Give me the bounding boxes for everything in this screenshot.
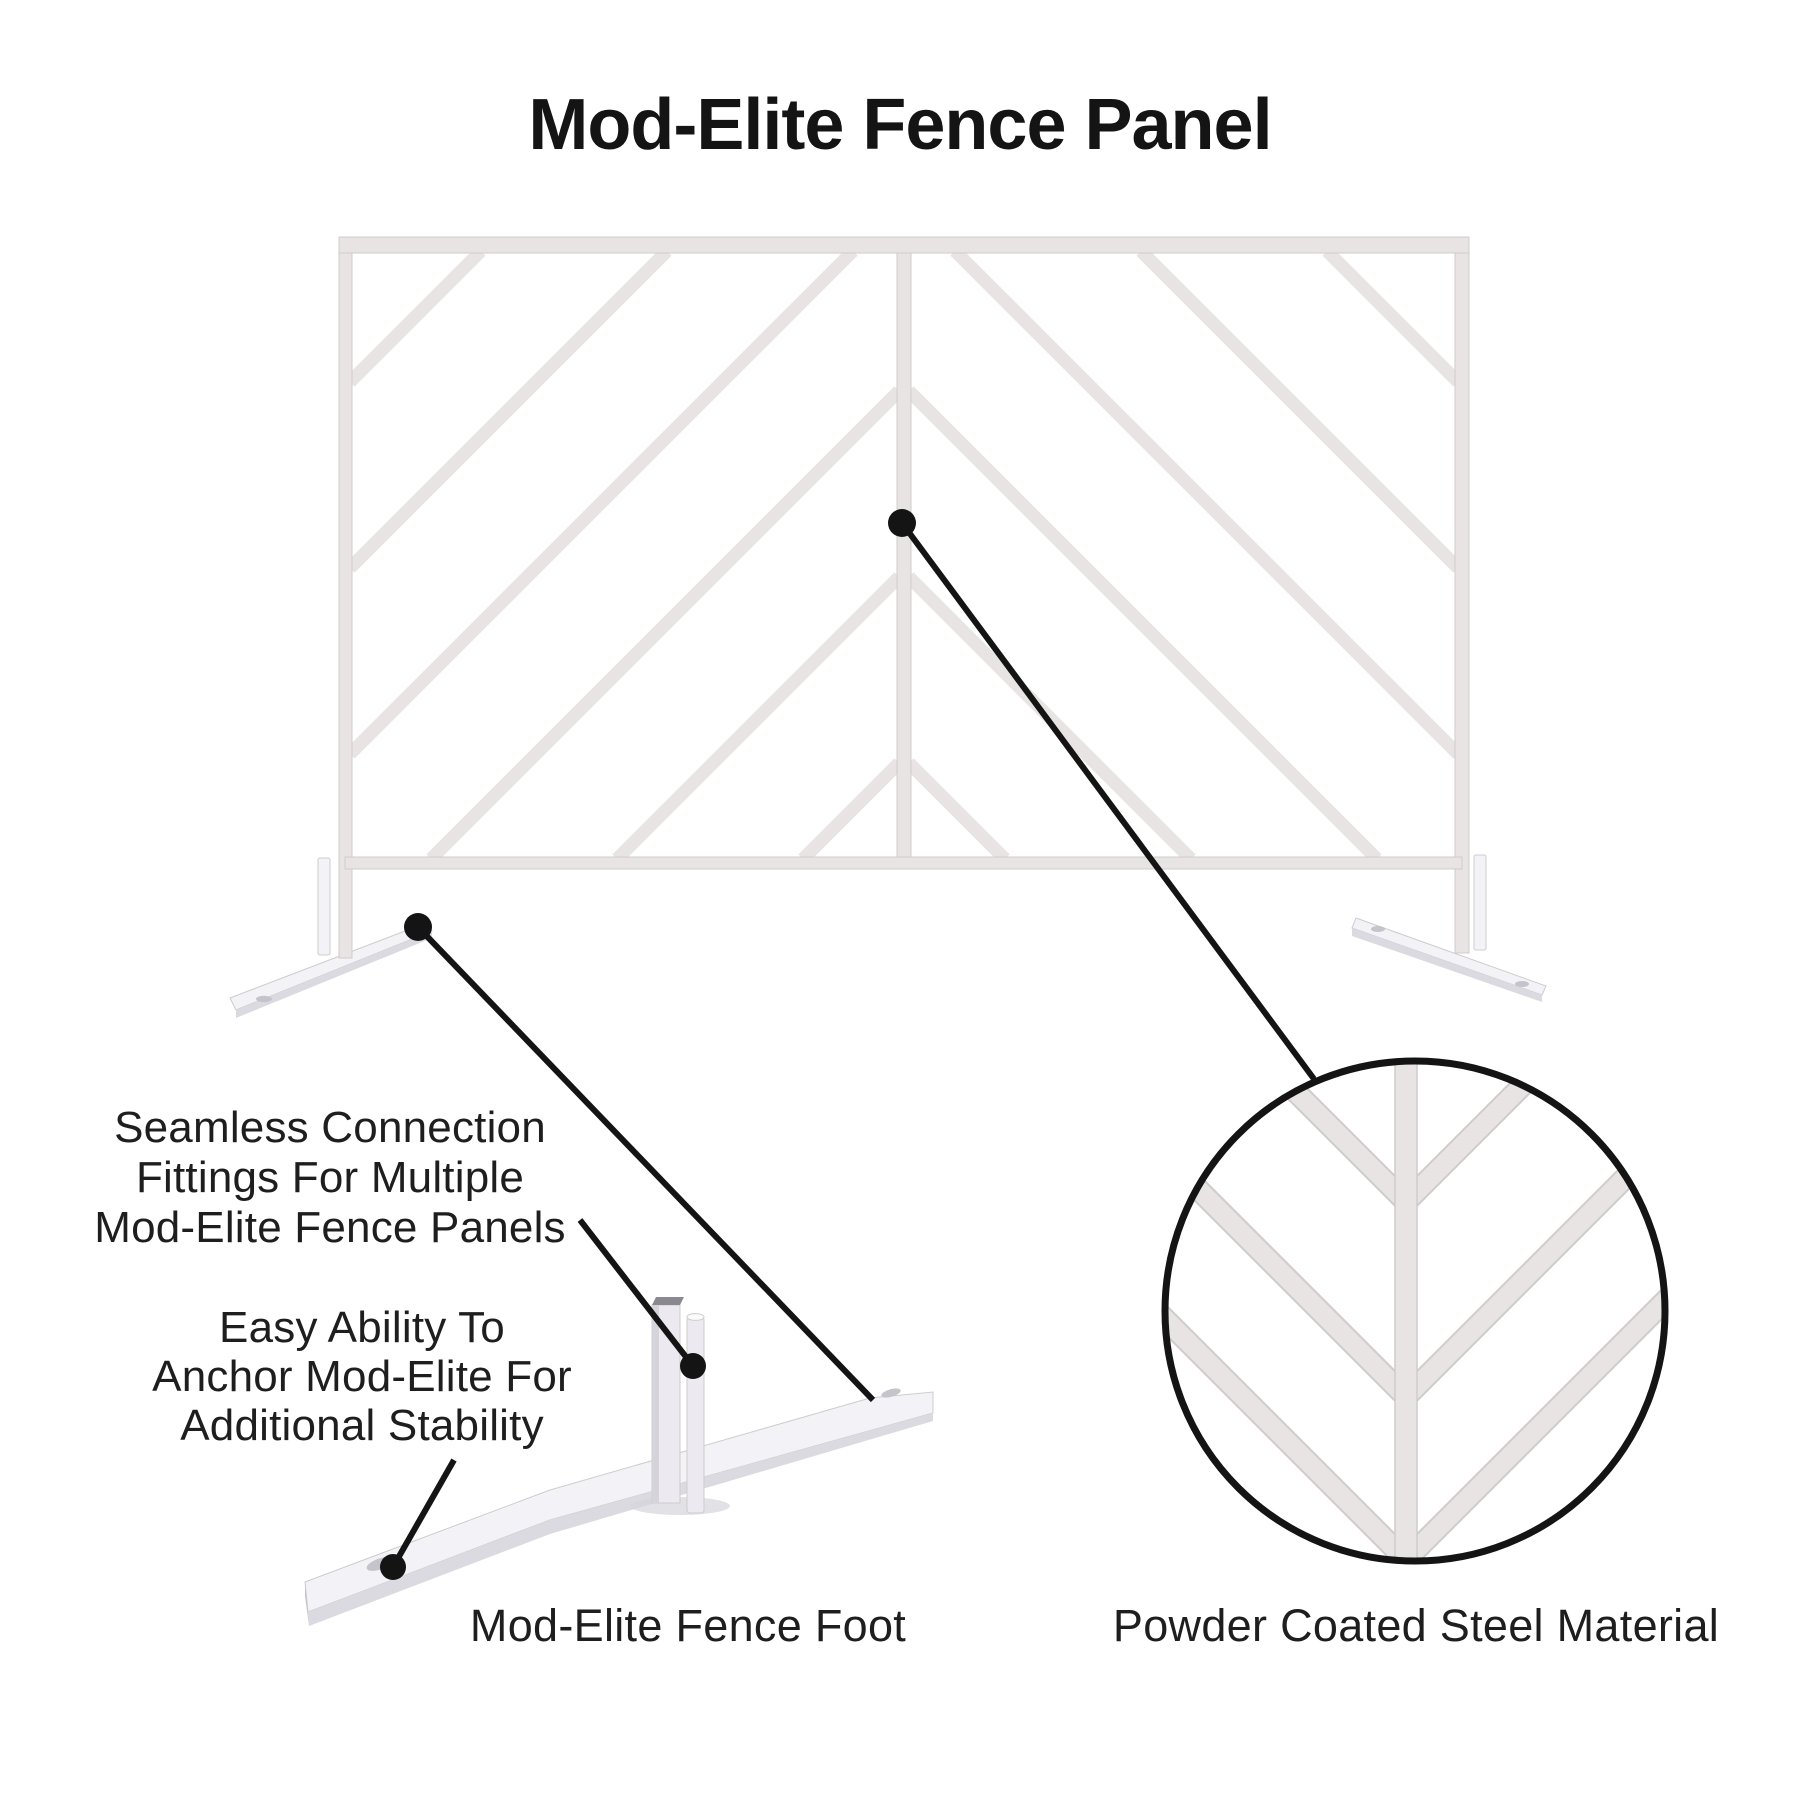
anchor-hole [881, 1388, 901, 1398]
fence-diagonal-bars-right [904, 246, 1463, 864]
connection-note-line3: Mod-Elite Fence Panels [94, 1203, 566, 1252]
callout-dots [380, 509, 916, 1580]
diagonal-bar [345, 246, 486, 387]
callout-dot-anchor [380, 1554, 406, 1580]
connection-fitting-tube [651, 1297, 684, 1504]
callout-line-anchor [390, 1458, 457, 1569]
diagonal-bar [904, 386, 1382, 864]
detail-circle-illustration [1161, 1057, 1669, 1565]
fence-left-foot [229, 857, 433, 1018]
connection-pin [317, 857, 331, 956]
foot-plate-front [308, 1413, 933, 1626]
diagonal-bar [612, 572, 904, 864]
anchor-note-line3: Additional Stability [180, 1401, 544, 1450]
connection-note-line2: Fittings For Multiple [135, 1153, 525, 1202]
fence-right-post [1454, 236, 1470, 954]
anchor-note-line1: Easy Ability To [219, 1303, 505, 1352]
diagonal-bar [798, 758, 904, 864]
diagonal-bar [1322, 246, 1463, 387]
fence-panel-illustration [229, 236, 1547, 1018]
detail-circle-content [1167, 1063, 1663, 1559]
diagonal-bar [345, 246, 858, 759]
callout-lines [390, 521, 1317, 1569]
anchor-hole [256, 995, 272, 1003]
detail-chevron-bars [1167, 1063, 1663, 1559]
anchor-note-line2: Anchor Mod-Elite For [152, 1352, 572, 1401]
fence-bottom-rail [344, 856, 1463, 870]
callout-dot-material [888, 509, 916, 537]
fence-foot-caption: Mod-Elite Fence Foot [469, 1600, 907, 1651]
anchor-ability-note: Easy Ability To Anchor Mod-Elite For Add… [152, 1303, 572, 1450]
anchor-pin-tube [686, 1313, 705, 1514]
fence-foot-illustration [304, 1297, 934, 1626]
anchor-hole [1515, 981, 1529, 987]
diagonal-bar [1136, 246, 1463, 573]
page-title: Mod-Elite Fence Panel [528, 85, 1272, 165]
fence-right-foot [1351, 854, 1547, 1002]
detail-center-post [1394, 1063, 1418, 1559]
anchor-hole [1371, 926, 1385, 932]
diagonal-bar [345, 246, 672, 573]
connection-fittings-note: Seamless Connection Fittings For Multipl… [94, 1103, 566, 1253]
callout-line-connection [577, 1218, 696, 1368]
detail-circle-outline [1161, 1057, 1669, 1565]
diagonal-bar [426, 386, 904, 864]
fence-center-post [896, 236, 912, 870]
callout-line-material [899, 521, 1317, 1081]
foot-plate-end [305, 1582, 309, 1626]
material-caption: Powder Coated Steel Material [1112, 1600, 1720, 1651]
diagonal-bar [950, 246, 1463, 759]
foot-plate-top [304, 1391, 934, 1613]
fence-diagonal-bars-left [345, 246, 904, 864]
fence-left-post [338, 236, 353, 959]
diagonal-bar [904, 758, 1010, 864]
callout-dot-foot [404, 913, 432, 941]
fence-top-rail [338, 236, 1470, 254]
callout-dot-connection [680, 1353, 706, 1379]
connection-pin [1473, 854, 1487, 951]
connection-note-line1: Seamless Connection [114, 1103, 546, 1152]
callout-line-foot [415, 924, 876, 1403]
